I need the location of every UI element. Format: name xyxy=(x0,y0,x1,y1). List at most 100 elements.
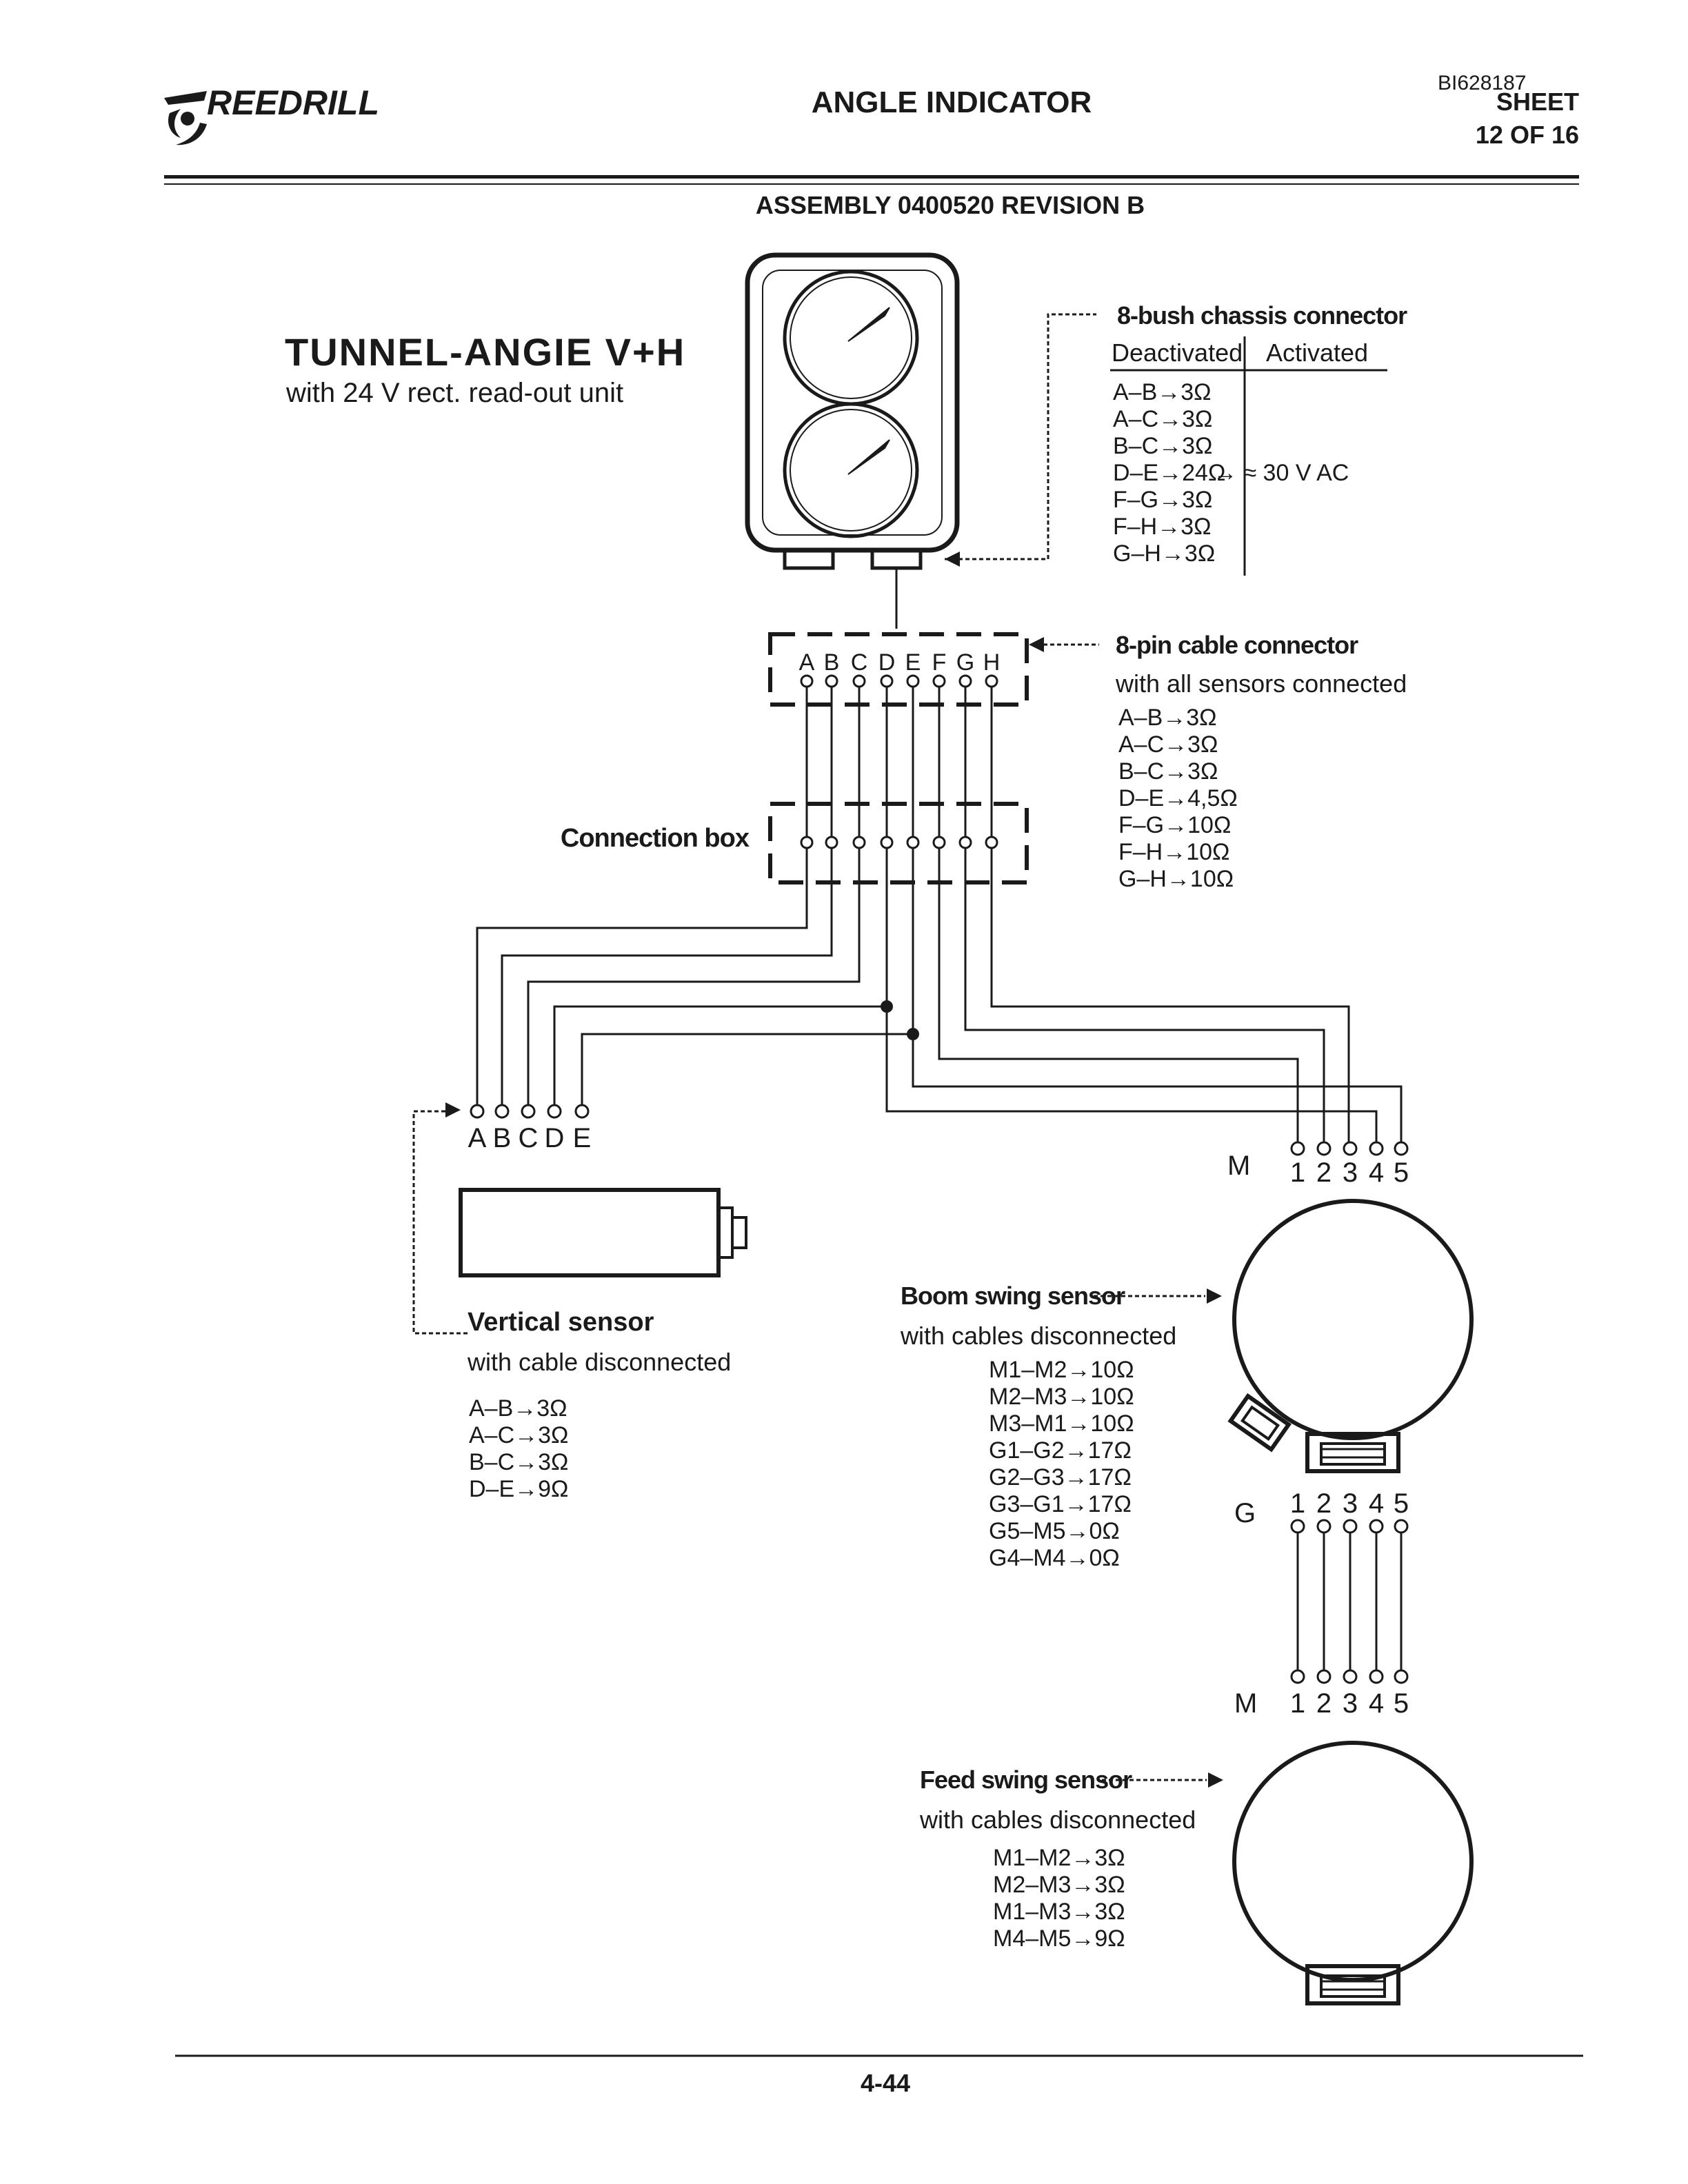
boom-reading: G2–G3→17Ω xyxy=(989,1464,1132,1490)
unit-socket-right xyxy=(870,548,923,570)
terminal-label: B xyxy=(493,1123,512,1153)
boom-reading: G4–M4→0Ω xyxy=(989,1545,1120,1571)
terminal-number: 2 xyxy=(1316,1157,1332,1188)
chassis-reading: F–G→3Ω xyxy=(1113,487,1212,513)
cable-reading: F–H→10Ω xyxy=(1118,839,1229,865)
pin-label: E xyxy=(905,649,921,676)
terminal-number: 4 xyxy=(1369,1157,1384,1188)
pin-label: B xyxy=(824,649,840,676)
upper-gauge xyxy=(783,270,919,406)
m-bottom-terminal-strip: M 1 2 3 4 5 xyxy=(1234,1669,1409,1719)
vertical-sensor-body xyxy=(459,1188,747,1277)
page-number: 4-44 xyxy=(861,2069,910,2097)
terminal-number: 5 xyxy=(1394,1157,1409,1188)
pin-label: D xyxy=(878,649,896,676)
boom-swing-sensor xyxy=(1227,1199,1474,1473)
terminal-number: 5 xyxy=(1394,1688,1409,1719)
connection-box: Connection box xyxy=(561,802,1029,884)
boom-sensor-legend: Boom swing sensor with cables disconnect… xyxy=(900,1282,1222,1571)
vertical-reading: B–C→3Ω xyxy=(469,1449,568,1475)
terminal-label: A xyxy=(468,1123,487,1153)
cable-connector-legend: 8-pin cable connector with all sensors c… xyxy=(1029,631,1407,892)
chassis-leader-arrow xyxy=(945,552,960,567)
wiring xyxy=(476,687,1403,1671)
header-rule-thick xyxy=(164,175,1579,179)
terminal-number: 1 xyxy=(1290,1157,1305,1188)
vertical-sensor-title: Vertical sensor xyxy=(468,1308,654,1337)
feed-reading: M1–M2→3Ω xyxy=(993,1845,1125,1871)
cable-reading: F–G→10Ω xyxy=(1118,812,1231,838)
page-footer: 4-44 xyxy=(175,2054,1583,2097)
brand-name: REEDRILL xyxy=(207,83,379,122)
chassis-leader-line xyxy=(945,313,1096,560)
feed-reading: M1–M3→3Ω xyxy=(993,1899,1125,1925)
vertical-leader-arrow xyxy=(445,1102,461,1118)
chassis-reading: D–E→24Ω xyxy=(1113,460,1225,486)
deactivated-header: Deactivated xyxy=(1112,338,1243,367)
vertical-reading: D–E→9Ω xyxy=(469,1476,568,1502)
connection-box-terminals xyxy=(800,836,998,849)
terminal-number: 3 xyxy=(1343,1488,1358,1519)
terminal-label: C xyxy=(519,1123,539,1153)
m-top-terminal-strip: M 1 2 3 4 5 xyxy=(1227,1141,1409,1188)
chassis-reading: B–C→3Ω xyxy=(1113,433,1212,459)
header-rule-thin xyxy=(164,183,1579,185)
boom-leader-arrow xyxy=(1207,1288,1222,1304)
terminal-number: 2 xyxy=(1316,1688,1332,1719)
cable-reading: D–E→4,5Ω xyxy=(1118,785,1238,811)
pin-label: G xyxy=(956,649,974,676)
cable-connector-8pin: A B C D E F G H xyxy=(768,632,1029,707)
unit-title-block: TUNNEL-ANGIE V+H with 24 V rect. read-ou… xyxy=(285,330,685,408)
unit-title: TUNNEL-ANGIE V+H xyxy=(285,330,685,374)
cable-connector-title: 8-pin cable connector xyxy=(1116,631,1358,659)
boom-reading: M3–M1→10Ω xyxy=(989,1410,1134,1437)
chassis-reading: G–H→3Ω xyxy=(1113,540,1215,567)
cable-reading: A–B→3Ω xyxy=(1118,705,1217,731)
boom-sensor-title: Boom swing sensor xyxy=(901,1282,1125,1310)
activated-header: Activated xyxy=(1266,338,1368,367)
terminal-number: 4 xyxy=(1369,1488,1384,1519)
connection-box-label: Connection box xyxy=(561,824,750,853)
terminal-number: 3 xyxy=(1343,1157,1358,1188)
feed-reading: M2–M3→3Ω xyxy=(993,1872,1125,1898)
pin-label: H xyxy=(983,649,1001,676)
m-bottom-label: M xyxy=(1234,1688,1257,1719)
vertical-reading: A–B→3Ω xyxy=(469,1395,567,1422)
pin-label: F xyxy=(932,649,947,676)
chassis-connector-title: 8-bush chassis connector xyxy=(1117,301,1407,330)
cable-reading: B–C→3Ω xyxy=(1118,758,1218,785)
terminal-number: 2 xyxy=(1316,1488,1332,1519)
cable-connector-subtitle: with all sensors connected xyxy=(1115,669,1407,698)
boom-sensor-subtitle: with cables disconnected xyxy=(900,1322,1176,1350)
page-title: ANGLE INDICATOR xyxy=(812,85,1092,119)
cable-reading: A–C→3Ω xyxy=(1118,731,1218,758)
boom-reading: M2–M3→10Ω xyxy=(989,1384,1134,1410)
feed-sensor-legend: Feed swing sensor with cables disconnect… xyxy=(919,1766,1223,1952)
sheet-number: 12 OF 16 xyxy=(1476,121,1579,149)
reedrill-logo: REEDRILL xyxy=(164,83,379,145)
activated-value: → ≈ 30 V AC xyxy=(1214,460,1349,486)
boom-reading: G5–M5→0Ω xyxy=(989,1518,1120,1544)
terminal-label: E xyxy=(573,1123,592,1153)
boom-reading: G3–G1→17Ω xyxy=(989,1491,1132,1517)
pin-label: C xyxy=(851,649,868,676)
sheet-label: SHEET xyxy=(1496,88,1579,116)
cable-leader-arrow xyxy=(1029,637,1044,652)
document-id: BI628187 xyxy=(1438,72,1526,94)
terminal-number: 1 xyxy=(1290,1488,1305,1519)
vertical-sensor-subtitle: with cable disconnected xyxy=(467,1348,731,1376)
cable-reading: G–H→10Ω xyxy=(1118,866,1234,892)
feed-sensor-subtitle: with cables disconnected xyxy=(919,1806,1196,1834)
boom-reading: M1–M2→10Ω xyxy=(989,1357,1134,1383)
readout-unit xyxy=(745,252,960,570)
boom-reading: G1–G2→17Ω xyxy=(989,1437,1132,1464)
lower-gauge xyxy=(783,402,919,538)
wire-junctions xyxy=(881,1000,919,1040)
g-label: G xyxy=(1234,1498,1256,1528)
vertical-sensor-terminals: A B C D E xyxy=(468,1104,592,1153)
vertical-reading: A–C→3Ω xyxy=(469,1422,568,1448)
feed-reading: M4–M5→9Ω xyxy=(993,1925,1125,1952)
chassis-reading: A–C→3Ω xyxy=(1113,406,1212,432)
vertical-leader-line xyxy=(412,1110,468,1335)
